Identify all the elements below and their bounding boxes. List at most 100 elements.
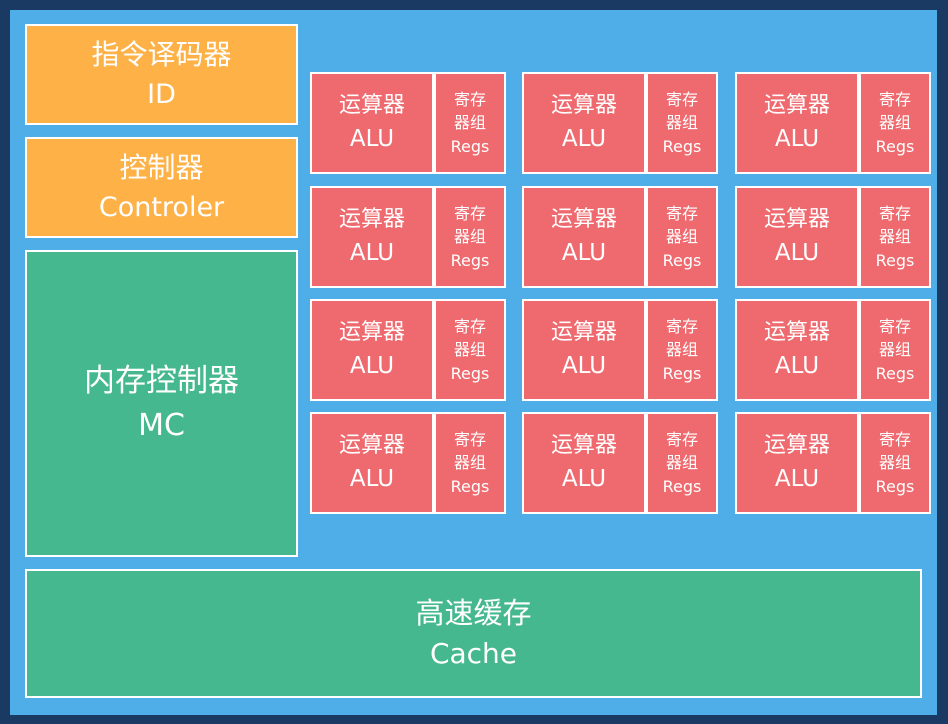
alu-cn-label: 运算器	[338, 433, 405, 459]
register-box: 寄存器组 Regs	[434, 72, 506, 174]
instruction-decoder-subtitle: ID	[147, 79, 176, 111]
alu-cn-label: 运算器	[338, 93, 405, 119]
regs-line3-label: Regs	[875, 136, 915, 156]
regs-line3-label: Regs	[450, 250, 490, 270]
alu-en-label: ALU	[561, 466, 607, 493]
regs-line1-label: 寄存	[878, 430, 911, 450]
cache-block: 高速缓存 Cache	[25, 569, 922, 698]
register-box: 寄存器组 Regs	[646, 186, 718, 288]
alu-cn-label: 运算器	[550, 93, 617, 119]
alu-en-label: ALU	[561, 126, 607, 153]
regs-line3-label: Regs	[450, 136, 490, 156]
alu-box: 运算器 ALU	[522, 72, 646, 174]
memory-controller-title: 内存控制器	[84, 363, 239, 400]
alu-cn-label: 运算器	[763, 93, 830, 119]
regs-line1-label: 寄存	[878, 317, 911, 337]
regs-line3-label: Regs	[450, 476, 490, 496]
memory-controller-subtitle: MC	[138, 408, 185, 444]
alu-box: 运算器 ALU	[310, 299, 434, 401]
regs-line1-label: 寄存	[878, 90, 911, 110]
alu-cn-label: 运算器	[763, 433, 830, 459]
alu-en-label: ALU	[561, 353, 607, 380]
alu-unit: 运算器 ALU 寄存器组 Regs	[735, 72, 931, 174]
regs-line3-label: Regs	[875, 476, 915, 496]
alu-unit: 运算器 ALU 寄存器组 Regs	[310, 412, 506, 514]
instruction-decoder-title: 指令译码器	[91, 37, 232, 71]
alu-box: 运算器 ALU	[735, 412, 859, 514]
alu-box: 运算器 ALU	[522, 186, 646, 288]
instruction-decoder-block: 指令译码器 ID	[25, 24, 298, 125]
alu-cn-label: 运算器	[338, 207, 405, 233]
alu-unit: 运算器 ALU 寄存器组 Regs	[735, 412, 931, 514]
regs-line1-label: 寄存	[453, 317, 486, 337]
regs-line2-label: 器组	[878, 113, 911, 133]
alu-unit: 运算器 ALU 寄存器组 Regs	[735, 299, 931, 401]
alu-unit: 运算器 ALU 寄存器组 Regs	[522, 186, 718, 288]
controller-block: 控制器 Controler	[25, 137, 298, 238]
regs-line1-label: 寄存	[665, 90, 698, 110]
alu-cn-label: 运算器	[550, 207, 617, 233]
alu-cn-label: 运算器	[550, 433, 617, 459]
alu-en-label: ALU	[349, 353, 395, 380]
regs-line2-label: 器组	[453, 453, 486, 473]
regs-line3-label: Regs	[662, 476, 702, 496]
controller-title: 控制器	[119, 150, 204, 184]
controller-subtitle: Controler	[98, 192, 225, 224]
regs-line3-label: Regs	[662, 136, 702, 156]
alu-en-label: ALU	[774, 240, 820, 267]
alu-box: 运算器 ALU	[310, 412, 434, 514]
regs-line1-label: 寄存	[453, 90, 486, 110]
register-box: 寄存器组 Regs	[859, 72, 931, 174]
alu-unit: 运算器 ALU 寄存器组 Regs	[522, 72, 718, 174]
regs-line3-label: Regs	[450, 363, 490, 383]
alu-box: 运算器 ALU	[735, 186, 859, 288]
register-box: 寄存器组 Regs	[434, 412, 506, 514]
alu-box: 运算器 ALU	[310, 186, 434, 288]
cpu-diagram-frame: 指令译码器 ID 控制器 Controler 内存控制器 MC 运算器 ALU 寄存…	[10, 10, 937, 715]
alu-box: 运算器 ALU	[735, 299, 859, 401]
register-box: 寄存器组 Regs	[859, 299, 931, 401]
regs-line2-label: 器组	[453, 227, 486, 247]
alu-cn-label: 运算器	[338, 320, 405, 346]
regs-line3-label: Regs	[662, 363, 702, 383]
regs-line1-label: 寄存	[665, 204, 698, 224]
cache-title: 高速缓存	[415, 596, 532, 631]
regs-line3-label: Regs	[662, 250, 702, 270]
regs-line2-label: 器组	[878, 453, 911, 473]
regs-line1-label: 寄存	[453, 430, 486, 450]
register-box: 寄存器组 Regs	[646, 72, 718, 174]
alu-en-label: ALU	[774, 353, 820, 380]
regs-line2-label: 器组	[878, 227, 911, 247]
alu-en-label: ALU	[774, 126, 820, 153]
alu-en-label: ALU	[774, 466, 820, 493]
regs-line1-label: 寄存	[665, 430, 698, 450]
alu-en-label: ALU	[349, 240, 395, 267]
regs-line3-label: Regs	[875, 250, 915, 270]
regs-line2-label: 器组	[665, 227, 698, 247]
alu-en-label: ALU	[349, 466, 395, 493]
regs-line2-label: 器组	[665, 340, 698, 360]
alu-cn-label: 运算器	[763, 207, 830, 233]
regs-line3-label: Regs	[875, 363, 915, 383]
alu-cn-label: 运算器	[763, 320, 830, 346]
register-box: 寄存器组 Regs	[646, 299, 718, 401]
cache-subtitle: Cache	[429, 637, 518, 671]
alu-box: 运算器 ALU	[735, 72, 859, 174]
regs-line2-label: 器组	[665, 113, 698, 133]
regs-line1-label: 寄存	[665, 317, 698, 337]
regs-line2-label: 器组	[453, 113, 486, 133]
alu-en-label: ALU	[561, 240, 607, 267]
regs-line2-label: 器组	[878, 340, 911, 360]
